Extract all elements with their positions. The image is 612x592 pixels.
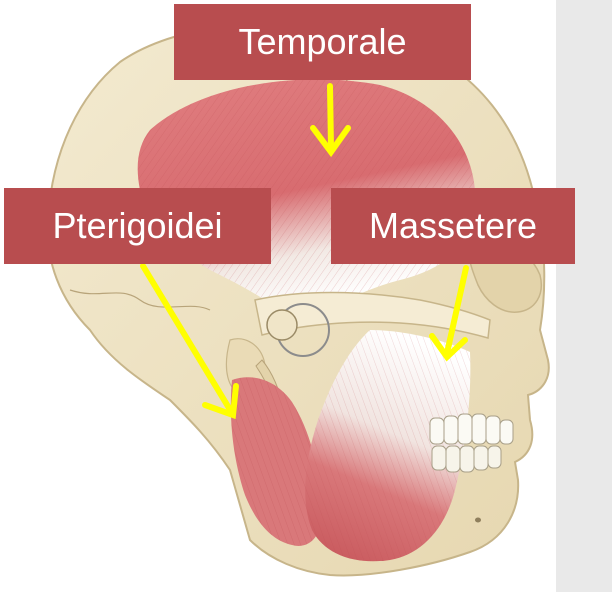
label-massetere: Massetere: [331, 188, 575, 264]
label-pterigoidei: Pterigoidei: [4, 188, 271, 264]
mental-foramen: [475, 518, 481, 523]
label-temporale: Temporale: [174, 4, 471, 80]
condyle: [267, 310, 297, 340]
